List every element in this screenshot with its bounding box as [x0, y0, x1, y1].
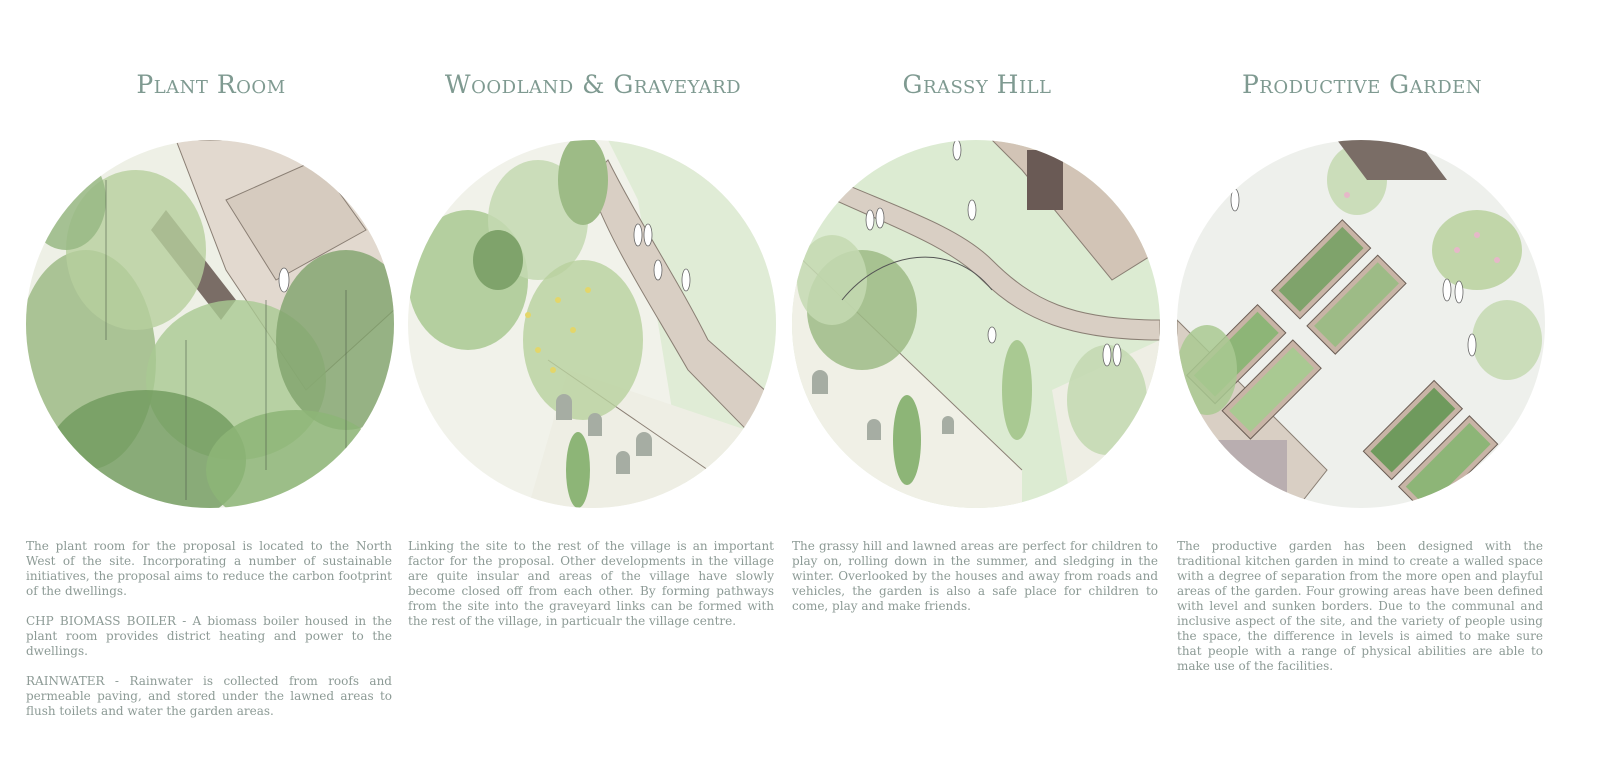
panel-description: The productive garden has been designed … — [1177, 539, 1543, 689]
description-paragraph: RAINWATER - Rainwater is collected from … — [26, 674, 392, 718]
panel-title: Productive Garden — [1241, 70, 1483, 99]
description-paragraph: The plant room for the proposal is locat… — [26, 539, 392, 598]
panel-title: Grassy Hill — [902, 70, 1052, 99]
panel-description: The grassy hill and lawned areas are per… — [792, 539, 1158, 629]
description-paragraph: The productive garden has been designed … — [1177, 539, 1543, 673]
description-paragraph: CHP BIOMASS BOILER - A biomass boiler ho… — [26, 614, 392, 658]
productive-garden-illustration — [1177, 140, 1545, 508]
panel-description: The plant room for the proposal is locat… — [26, 539, 392, 734]
panel-title: Woodland & Graveyard — [444, 70, 742, 99]
panel-description: Linking the site to the rest of the vill… — [408, 539, 774, 644]
description-paragraph: The grassy hill and lawned areas are per… — [792, 539, 1158, 613]
description-paragraph: Linking the site to the rest of the vill… — [408, 539, 774, 628]
panel-title: Plant Room — [136, 70, 286, 99]
woodland-graveyard-illustration — [408, 140, 776, 508]
plant-room-illustration — [26, 140, 394, 508]
grassy-hill-illustration — [792, 140, 1160, 508]
